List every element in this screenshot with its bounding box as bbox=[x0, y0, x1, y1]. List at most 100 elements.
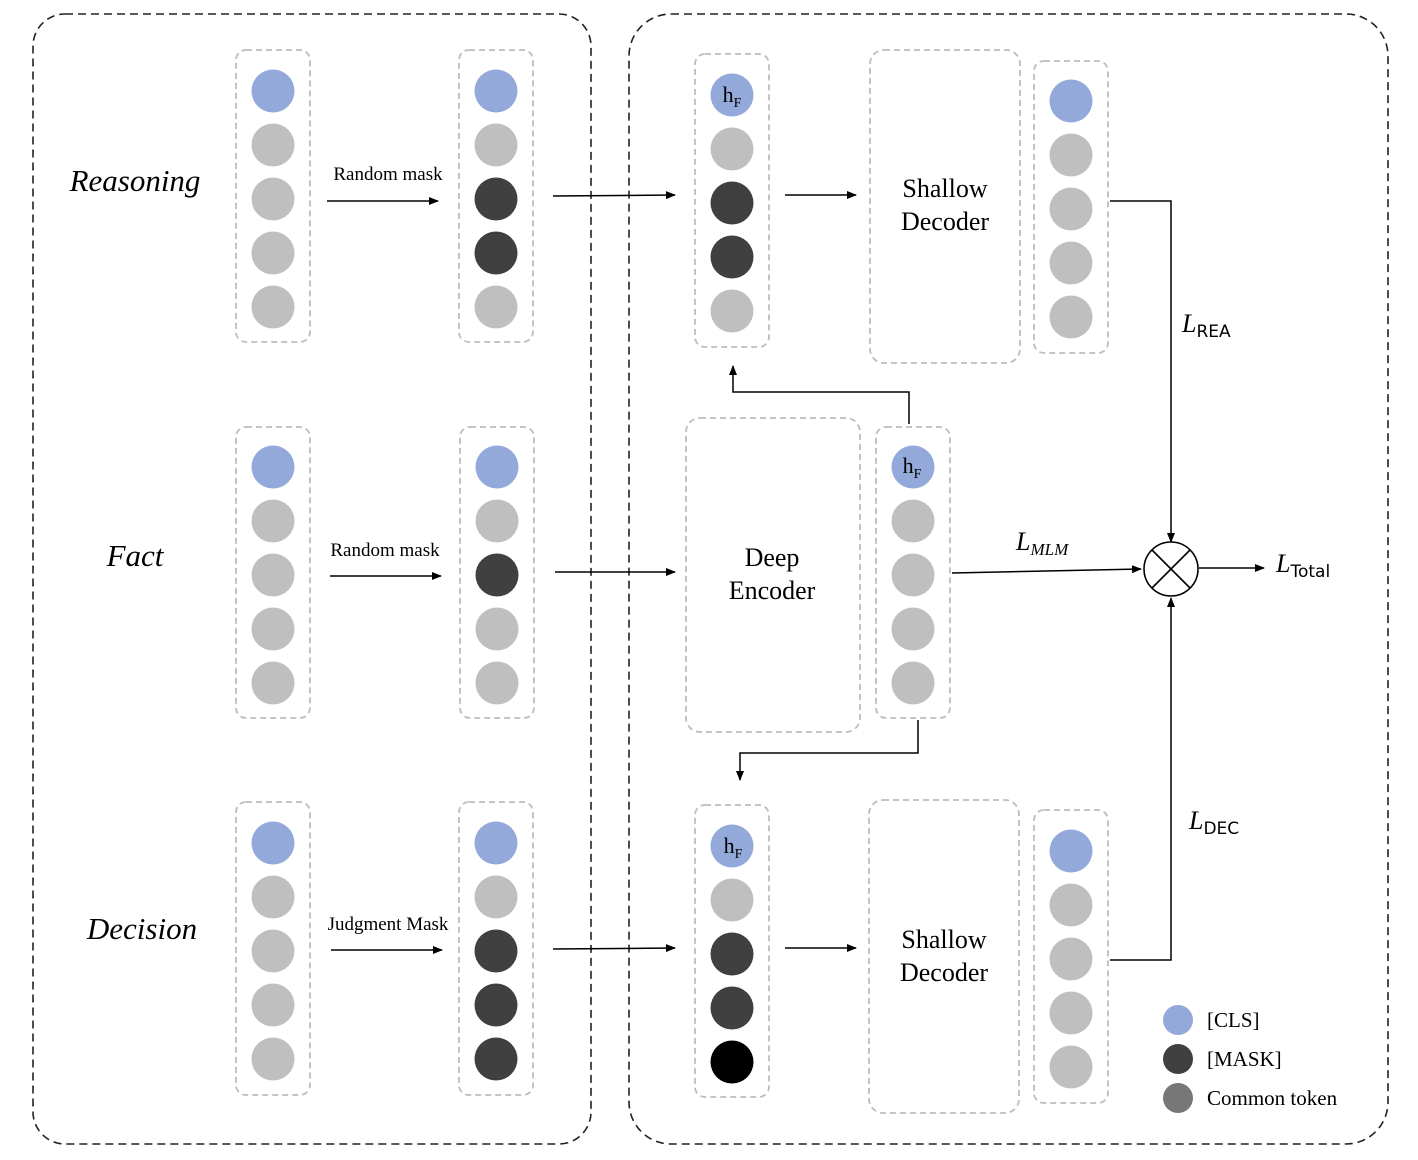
decoder-top-output-token-common bbox=[1049, 295, 1093, 339]
decoder-top-output-token-common bbox=[1049, 241, 1093, 285]
decision-masked-token-mask bbox=[474, 929, 518, 973]
decision-to-decoder-arrow bbox=[552, 944, 676, 953]
reasoning-input-token-common bbox=[251, 231, 295, 275]
encoder-output-token-common bbox=[891, 607, 935, 651]
loss-mlm-label: LMLM bbox=[1015, 527, 1069, 559]
fact-masked-token-cls bbox=[475, 445, 519, 489]
token-columns bbox=[235, 49, 1109, 1104]
reasoning-masked-column bbox=[458, 49, 534, 343]
left-panel bbox=[32, 13, 592, 1145]
reasoning-mask-label: Random mask bbox=[333, 164, 443, 185]
reasoning-masked-token-common bbox=[474, 285, 518, 329]
encoder-output-token-common bbox=[891, 499, 935, 543]
fact-masked-token-common bbox=[475, 607, 519, 651]
fact-label: Fact bbox=[106, 538, 165, 573]
decoder-top-input-token-mask bbox=[710, 235, 754, 279]
loss-dec-label: LDEC bbox=[1188, 806, 1239, 839]
fact-masked-token-mask bbox=[475, 553, 519, 597]
encoder-output-column bbox=[875, 426, 951, 719]
deep-encoder-line1: Deep bbox=[745, 543, 800, 572]
decoder-top-input-token-mask bbox=[710, 181, 754, 225]
legend: [CLS] [MASK] Common token bbox=[1163, 1005, 1338, 1113]
decoder-top-output-token-cls bbox=[1049, 79, 1093, 123]
decoder-bottom-input-token-final_mask bbox=[710, 1040, 754, 1084]
legend-cls-label: [CLS] bbox=[1207, 1008, 1260, 1032]
reasoning-to-decoder-arrow bbox=[552, 191, 676, 200]
decision-input-token-cls bbox=[251, 821, 295, 865]
fact-input-token-common bbox=[251, 607, 295, 651]
decoder-bottom-input-token-cls bbox=[710, 824, 754, 868]
decision-input-token-common bbox=[251, 875, 295, 919]
fact-masked-token-common bbox=[475, 499, 519, 543]
decoder-bottom-output-token-common bbox=[1049, 937, 1093, 981]
shallow-decoder-bottom-line2: Decoder bbox=[900, 958, 988, 987]
decision-mask-label: Judgment Mask bbox=[328, 914, 449, 935]
hf-label-bottom: hF bbox=[724, 833, 743, 862]
reasoning-masked-token-mask bbox=[474, 177, 518, 221]
reasoning-masked-token-cls bbox=[474, 69, 518, 113]
loss-total-label: LTotal bbox=[1275, 549, 1330, 582]
arrows bbox=[327, 191, 1265, 961]
decoder-top-input-token-common bbox=[710, 127, 754, 171]
hf-to-top-arrow bbox=[729, 365, 910, 424]
deep-encoder-line2: Encoder bbox=[729, 576, 816, 605]
fact-mask-label: Random mask bbox=[330, 540, 440, 561]
shallow-decoder-top-box bbox=[869, 49, 1021, 364]
hf-to-bottom-arrow bbox=[736, 720, 919, 781]
decision-label: Decision bbox=[86, 911, 197, 946]
legend-cls-swatch bbox=[1163, 1005, 1193, 1035]
decoder-bottom-output-token-common bbox=[1049, 991, 1093, 1035]
decoder-top-output-token-common bbox=[1049, 187, 1093, 231]
fact-input-token-common bbox=[251, 499, 295, 543]
reasoning-input-token-common bbox=[251, 177, 295, 221]
decision-masked-token-mask bbox=[474, 983, 518, 1027]
encoder-output-token-common bbox=[891, 553, 935, 597]
loss-rea-label: LREA bbox=[1181, 309, 1231, 342]
decoder-top-output-token-common bbox=[1049, 133, 1093, 177]
decision-input-column bbox=[235, 801, 311, 1096]
decoder-bottom-input-token-common bbox=[710, 878, 754, 922]
combine-operator-icon bbox=[1143, 541, 1199, 597]
reasoning-input-token-common bbox=[251, 123, 295, 167]
legend-mask-swatch bbox=[1163, 1044, 1193, 1074]
decoder-top-output-column bbox=[1033, 60, 1109, 354]
decoder-bottom-output-token-common bbox=[1049, 883, 1093, 927]
decoder-bottom-input-token-mask bbox=[710, 932, 754, 976]
reasoning-label: Reasoning bbox=[69, 163, 201, 198]
decision-masked-token-mask bbox=[474, 1037, 518, 1081]
shallow-decoder-top-line1: Shallow bbox=[902, 174, 987, 203]
decision-input-token-common bbox=[251, 983, 295, 1027]
shallow-decoder-top-line2: Decoder bbox=[901, 207, 989, 236]
hf-label-top: hF bbox=[723, 82, 742, 111]
decoder-bottom-input-column bbox=[694, 804, 770, 1098]
decision-masked-token-cls bbox=[474, 821, 518, 865]
decoder-top-input-column bbox=[694, 53, 770, 348]
mlm-loss-arrow bbox=[951, 565, 1142, 574]
fact-input-column bbox=[235, 426, 311, 719]
shallow-decoder-bottom-line1: Shallow bbox=[901, 925, 986, 954]
decoder-bottom-output-column bbox=[1033, 809, 1109, 1104]
shallow-decoder-bottom-box bbox=[868, 799, 1020, 1114]
legend-mask-label: [MASK] bbox=[1207, 1047, 1282, 1071]
decoder-bottom-output-token-common bbox=[1049, 1045, 1093, 1089]
decision-input-token-common bbox=[251, 929, 295, 973]
decoder-bottom-input-token-mask bbox=[710, 986, 754, 1030]
legend-common-label: Common token bbox=[1207, 1086, 1338, 1110]
encoder-output-token-cls bbox=[891, 445, 935, 489]
decision-masked-column bbox=[458, 801, 534, 1096]
decoder-top-input-token-cls bbox=[710, 73, 754, 117]
decoder-top-input-token-common bbox=[710, 289, 754, 333]
fact-masked-token-common bbox=[475, 661, 519, 705]
rea-loss-arrow bbox=[1110, 200, 1175, 543]
reasoning-input-token-common bbox=[251, 285, 295, 329]
fact-input-token-common bbox=[251, 661, 295, 705]
encoder-output-token-common bbox=[891, 661, 935, 705]
reasoning-masked-token-mask bbox=[474, 231, 518, 275]
legend-common-swatch bbox=[1163, 1083, 1193, 1113]
fact-input-token-cls bbox=[251, 445, 295, 489]
fact-masked-column bbox=[459, 426, 535, 719]
decoder-bottom-output-token-cls bbox=[1049, 829, 1093, 873]
decision-input-token-common bbox=[251, 1037, 295, 1081]
fact-input-token-common bbox=[251, 553, 295, 597]
